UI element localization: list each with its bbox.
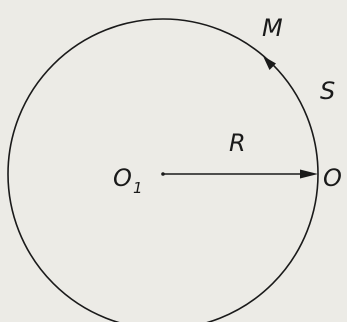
radius-arrowhead <box>300 169 318 179</box>
label-S: S <box>320 77 335 105</box>
label-O1: O <box>113 164 132 192</box>
label-M: M <box>262 14 283 42</box>
arc-arrowhead <box>263 56 276 70</box>
label-O: O <box>323 164 342 192</box>
label-O1-subscript: 1 <box>133 179 143 197</box>
label-R: R <box>229 129 246 157</box>
